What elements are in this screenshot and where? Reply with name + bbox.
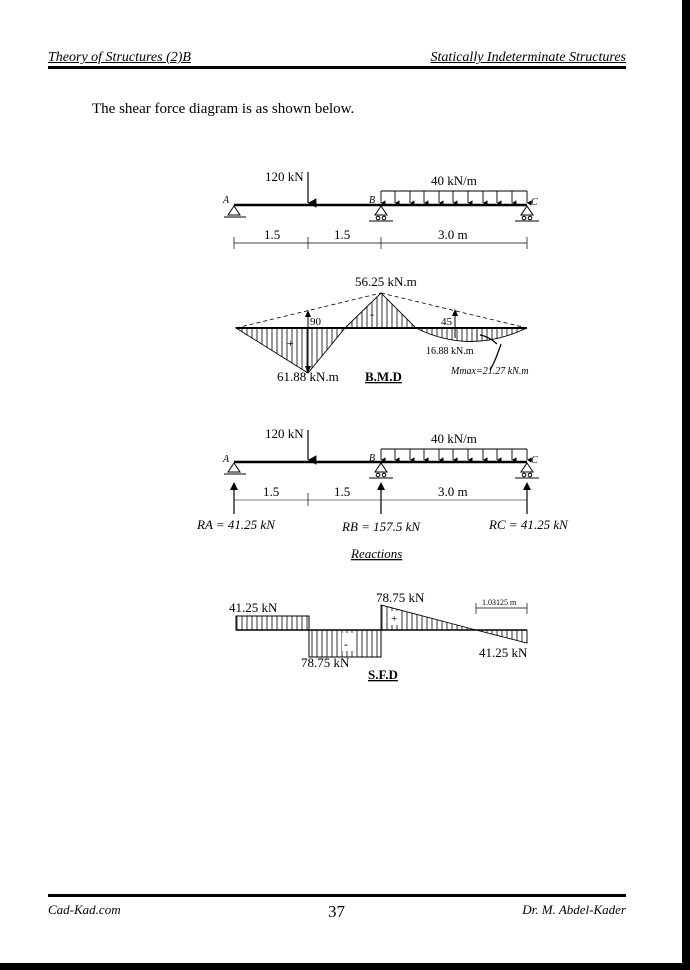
span-2-label-2: 1.5 [334,484,350,499]
reaction-a: RA = 41.25 kN [196,517,276,532]
footer-author: Dr. M. Abdel-Kader [522,902,626,917]
footer-site: Cad-Kad.com [48,902,121,917]
node-c-label: C [531,197,538,208]
bending-moment-diagram: 56.25 kN.m 90 45 61.88 kN.m 16.88 kN.m M… [234,274,529,384]
header-chapter: Statically Indeterminate Structures [430,50,626,65]
bmd-support-moment: 56.25 kN.m [355,274,417,289]
roller-support-c [520,205,534,216]
point-load-label: 120 kN [265,169,304,184]
bmd-load-moment: 61.88 kN.m [277,369,339,384]
node-a-label: A [222,195,230,206]
bmd-free-moment-right: 45 [441,316,453,328]
sfd-value-a: 41.25 kN [229,600,278,615]
pin-support-a [227,205,241,216]
sfd-title: S.F.D [368,667,398,682]
header-course: Theory of Structures (2)B [48,50,191,65]
reactions-diagram: 120 kN 40 kN/m [196,426,569,561]
intro-text: The shear force diagram is as shown belo… [92,101,355,117]
udl-label-2: 40 kN/m [431,431,477,446]
bmd-span-moment: 16.88 kN.m [426,346,474,357]
udl-label: 40 kN/m [431,173,477,188]
sfd-value-right-b: 78.75 kN [376,590,425,605]
point-load-label-2: 120 kN [265,426,304,441]
sfd-positive-sign: + [391,613,397,625]
span-1-label: 1.5 [264,227,280,242]
bmd-negative-sign: - [370,307,374,321]
shear-force-diagram: - + 1.03125 m 41.25 kN 78.75 kN 78.75 kN… [229,590,528,682]
span-3-label: 3.0 m [438,227,468,242]
reaction-c: RC = 41.25 kN [488,517,569,532]
page-footer: Cad-Kad.com 37 Dr. M. Abdel-Kader [48,894,626,921]
node-a-label-2: A [222,454,230,465]
bmd-max-moment: Mmax=21.27 kN.m [450,366,529,377]
reactions-title: Reactions [350,546,402,561]
node-b-label-2: B [369,453,375,464]
bmd-positive-sign: + [287,336,294,350]
node-c-label-2: C [531,455,538,466]
sfd-negative-sign: - [344,637,348,651]
page-number: 37 [328,902,345,921]
sfd-zero-distance: 1.03125 m [482,598,517,607]
reaction-b: RB = 157.5 kN [341,519,421,534]
bmd-free-moment-left: 90 [310,316,322,328]
beam-diagram: 120 kN 40 kN/m [222,169,539,249]
span-3-label-2: 3.0 m [438,484,468,499]
span-1-label-2: 1.5 [263,484,279,499]
node-b-label: B [369,195,375,206]
bmd-title: B.M.D [365,369,402,384]
span-2-label: 1.5 [334,227,350,242]
sfd-value-left-b: 78.75 kN [301,655,350,670]
sfd-value-c: 41.25 kN [479,645,528,660]
page-header: Theory of Structures (2)B Statically Ind… [48,50,626,69]
roller-support-b [374,205,388,216]
